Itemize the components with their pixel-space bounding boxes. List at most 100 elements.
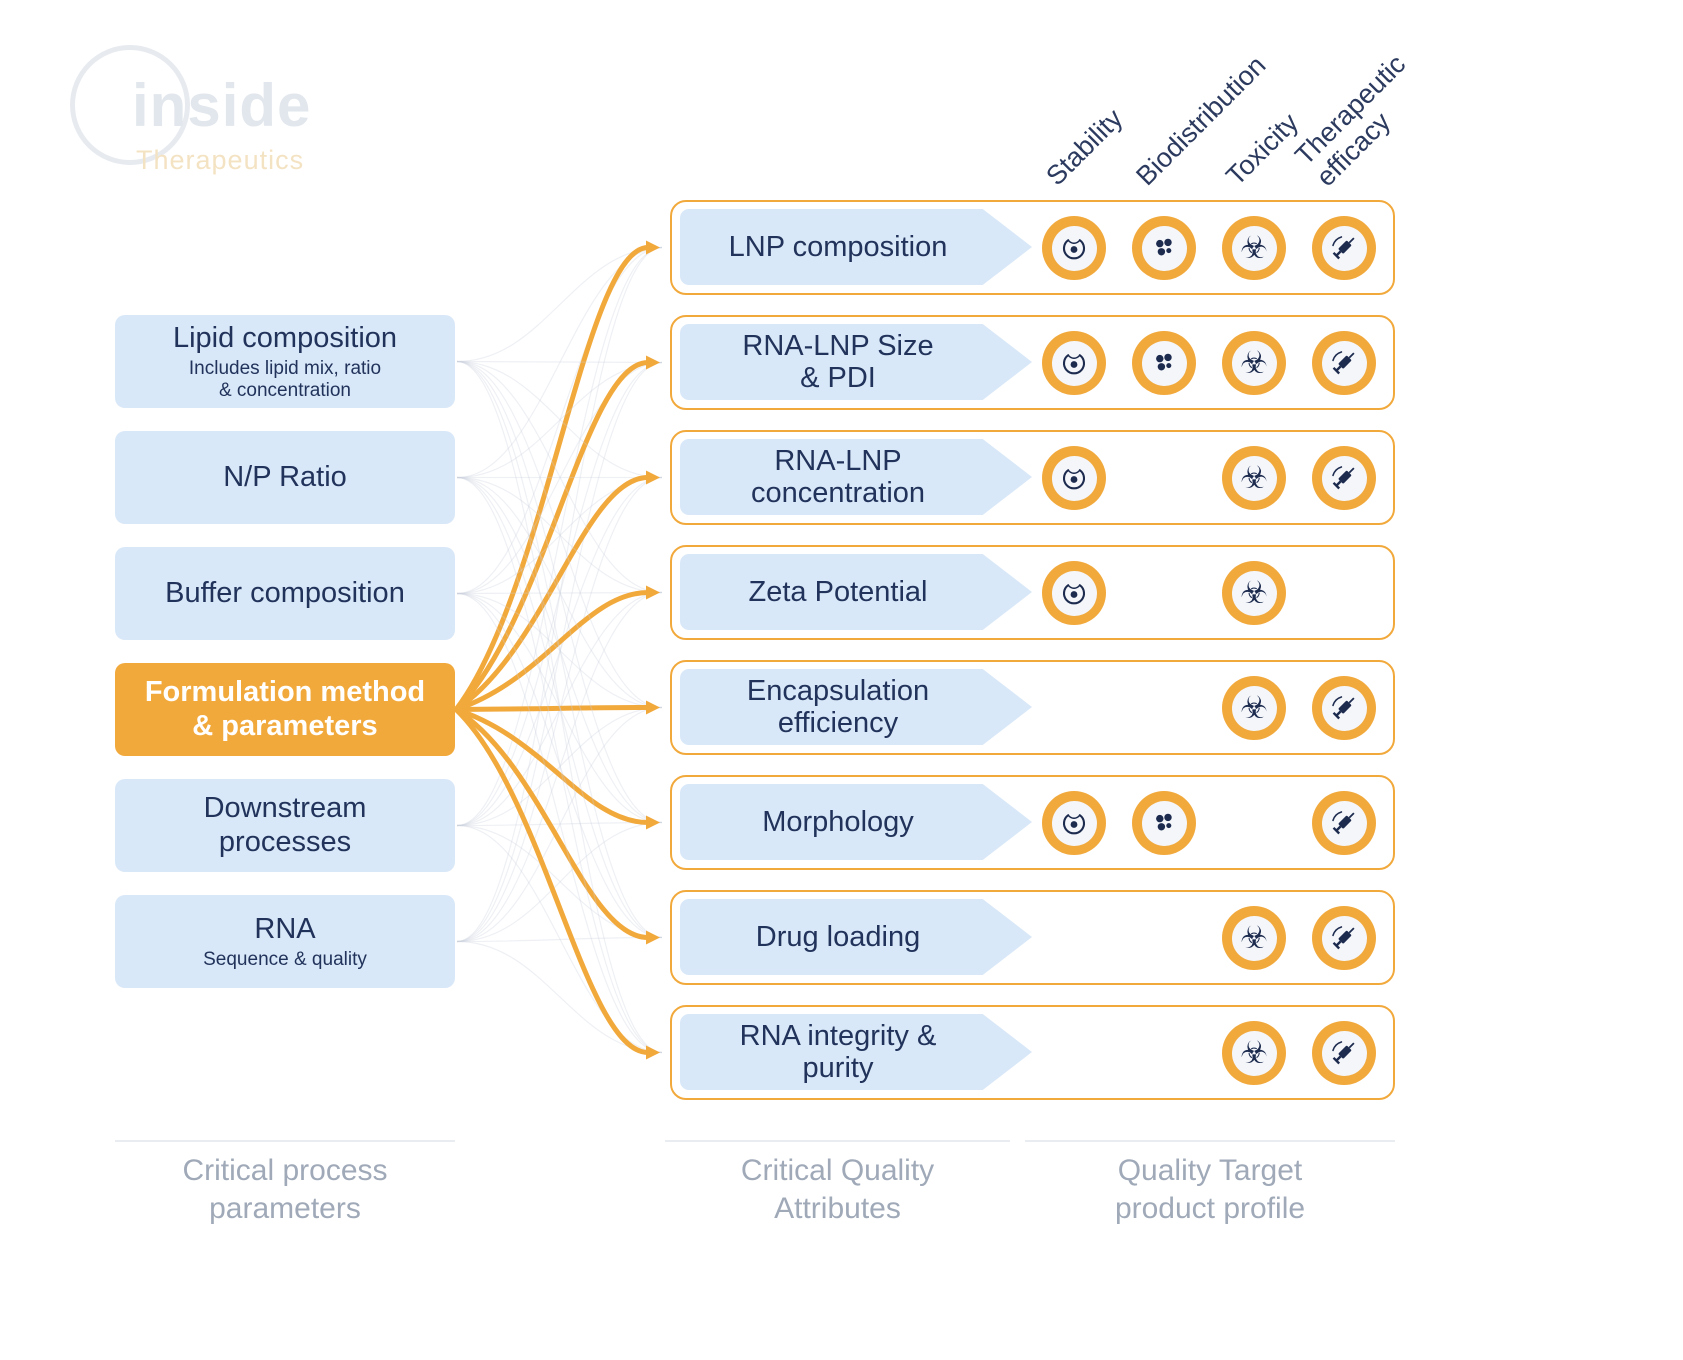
cqa-row-lnp-composition: LNP composition ☣ bbox=[670, 200, 1395, 295]
cpp-box-buffer-composition: Buffer composition bbox=[115, 547, 455, 640]
cqa-label-arrow: RNA-LNP concentration bbox=[680, 439, 1032, 515]
toxicity-icon: ☣ bbox=[1222, 906, 1286, 970]
cqa-label-arrow: Zeta Potential bbox=[680, 554, 1032, 630]
cpp-box-n-p-ratio: N/P Ratio bbox=[115, 431, 455, 524]
cqa-row-rna-integrity-purity: RNA integrity & purity ☣ bbox=[670, 1005, 1395, 1100]
therapeutic-efficacy-icon-glyph bbox=[1321, 225, 1367, 271]
mesh-line bbox=[456, 360, 663, 709]
therapeutic-efficacy-icon bbox=[1312, 331, 1376, 395]
therapeutic-efficacy-icon-glyph bbox=[1321, 800, 1367, 846]
mesh-line bbox=[456, 592, 663, 709]
toxicity-icon: ☣ bbox=[1222, 331, 1286, 395]
cpp-box-subtitle: Sequence & quality bbox=[203, 949, 367, 971]
mesh-line bbox=[456, 476, 663, 1054]
formulation-arrow bbox=[453, 470, 660, 712]
mesh-line bbox=[456, 360, 663, 1054]
cqa-row-rna-lnp-size-pdi: RNA-LNP Size & PDI ☣ bbox=[670, 315, 1395, 410]
mesh-line bbox=[456, 246, 663, 595]
brand-logo: inside Therapeutics bbox=[70, 45, 390, 195]
biodistribution-icon bbox=[1132, 791, 1196, 855]
cqa-row-zeta-potential: Zeta Potential ☣ bbox=[670, 545, 1395, 640]
cpp-box-title: Formulation method & parameters bbox=[144, 676, 426, 742]
cpp-box-downstream-processes: Downstream processes bbox=[115, 779, 455, 872]
logo-sub-text: Therapeutics bbox=[136, 145, 305, 175]
stability-icon bbox=[1042, 331, 1106, 395]
cqa-row-morphology: Morphology bbox=[670, 775, 1395, 870]
mesh-line bbox=[456, 361, 663, 595]
cqa-label-arrow: RNA-LNP Size & PDI bbox=[680, 324, 1032, 400]
stability-icon-glyph bbox=[1051, 455, 1097, 501]
therapeutic-efficacy-icon bbox=[1312, 446, 1376, 510]
therapeutic-efficacy-icon-glyph bbox=[1321, 340, 1367, 386]
divider-cpp bbox=[115, 1140, 455, 1142]
stability-icon-glyph bbox=[1051, 800, 1097, 846]
divider-cqa bbox=[665, 1140, 1010, 1142]
toxicity-icon: ☣ bbox=[1222, 676, 1286, 740]
formulation-arrow bbox=[453, 585, 660, 712]
cqa-label-arrow: Morphology bbox=[680, 784, 1032, 860]
stability-icon bbox=[1042, 791, 1106, 855]
mesh-line bbox=[456, 360, 663, 479]
logo-brand-text: inside bbox=[132, 72, 312, 139]
formulation-arrow bbox=[453, 707, 660, 945]
cqa-label: RNA-LNP concentration bbox=[750, 444, 926, 509]
cpp-box-title: N/P Ratio bbox=[223, 460, 347, 493]
toxicity-icon-glyph: ☣ bbox=[1231, 225, 1277, 271]
formulation-arrow bbox=[453, 707, 660, 830]
footer-label-cpp: Critical process parameters bbox=[182, 1154, 388, 1225]
biodistribution-icon bbox=[1132, 331, 1196, 395]
formulation-arrow bbox=[453, 707, 660, 1060]
stability-icon-glyph bbox=[1051, 570, 1097, 616]
cqa-label: Zeta Potential bbox=[748, 575, 928, 608]
cpp-box-title: Downstream processes bbox=[203, 792, 367, 858]
toxicity-icon: ☣ bbox=[1222, 561, 1286, 625]
cpp-box-formulation-method-parameters: Formulation method & parameters bbox=[115, 663, 455, 756]
stability-icon bbox=[1042, 446, 1106, 510]
therapeutic-efficacy-icon-glyph bbox=[1321, 455, 1367, 501]
mesh-line bbox=[456, 246, 663, 943]
toxicity-icon-glyph: ☣ bbox=[1231, 1030, 1277, 1076]
therapeutic-efficacy-icon bbox=[1312, 1021, 1376, 1085]
biodistribution-icon-glyph bbox=[1141, 225, 1187, 271]
stability-icon-glyph bbox=[1051, 225, 1097, 271]
divider-qtpp bbox=[1025, 1140, 1395, 1142]
toxicity-icon-glyph: ☣ bbox=[1231, 570, 1277, 616]
mesh-line bbox=[456, 592, 663, 939]
therapeutic-efficacy-icon-glyph bbox=[1321, 1030, 1367, 1076]
mesh-line bbox=[456, 360, 663, 824]
therapeutic-efficacy-icon bbox=[1312, 216, 1376, 280]
therapeutic-efficacy-icon-glyph bbox=[1321, 685, 1367, 731]
mesh-line bbox=[456, 361, 663, 827]
biodistribution-icon-glyph bbox=[1141, 340, 1187, 386]
mesh-line bbox=[456, 246, 663, 827]
cqa-label-arrow: LNP composition bbox=[680, 209, 1032, 285]
toxicity-icon-glyph: ☣ bbox=[1231, 915, 1277, 961]
toxicity-icon-glyph: ☣ bbox=[1231, 685, 1277, 731]
mesh-line bbox=[456, 706, 663, 943]
stability-icon-glyph bbox=[1051, 340, 1097, 386]
mesh-line bbox=[456, 476, 663, 709]
cqa-label: Drug loading bbox=[755, 920, 921, 953]
cqa-row-rna-lnp-concentration: RNA-LNP concentration ☣ bbox=[670, 430, 1395, 525]
cqa-label: Morphology bbox=[762, 805, 914, 838]
footer-label-qtpp: Quality Target product profile bbox=[1114, 1154, 1306, 1225]
cqa-label-arrow: Encapsulation efficiency bbox=[680, 669, 1032, 745]
therapeutic-efficacy-icon-glyph bbox=[1321, 915, 1367, 961]
mesh-line bbox=[456, 476, 663, 827]
mesh-line bbox=[456, 476, 663, 824]
mesh-line bbox=[456, 592, 663, 824]
formulation-arrow bbox=[453, 700, 660, 715]
cqa-row-drug-loading: Drug loading ☣ bbox=[670, 890, 1395, 985]
toxicity-icon: ☣ bbox=[1222, 446, 1286, 510]
cqa-label-arrow: RNA integrity & purity bbox=[680, 1014, 1032, 1090]
stability-icon bbox=[1042, 561, 1106, 625]
stability-icon bbox=[1042, 216, 1106, 280]
cqa-label: Encapsulation efficiency bbox=[746, 674, 930, 739]
mesh-line bbox=[456, 361, 663, 943]
